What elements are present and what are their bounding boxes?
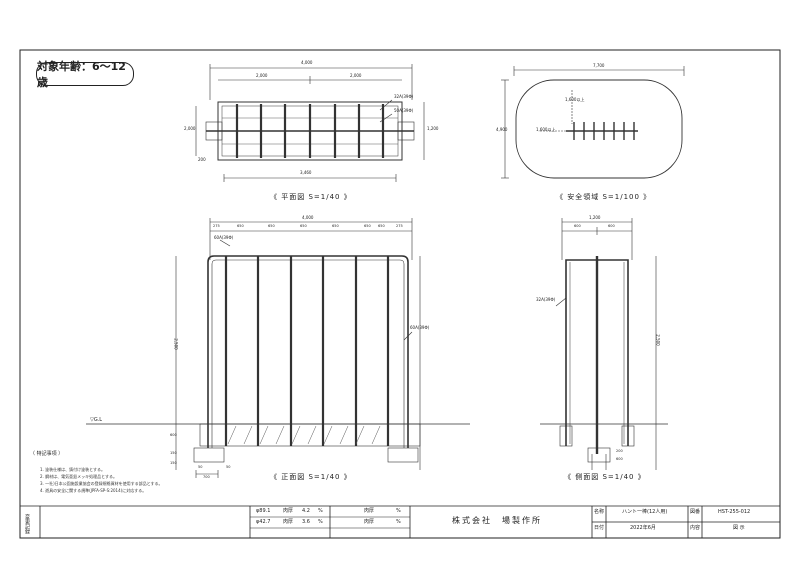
front-dim-foot-a: 50 <box>198 465 203 469</box>
date-label: 日付 <box>594 525 605 531</box>
plan-dim-half-right: 2,000 <box>350 73 362 78</box>
side-dim-total: 1,200 <box>589 215 601 220</box>
name-label: 名称 <box>594 509 605 515</box>
front-dim-foot-w: 700 <box>203 475 210 479</box>
side-caption: 《 側面図 S=1/40 》 <box>564 473 646 481</box>
side-dim-foot-b: 600 <box>616 457 623 461</box>
front-pipe-side-label: 60A(39Φ) <box>410 325 430 330</box>
note-item: 1. 塗装仕様は、鋳付け塗装とする。 <box>40 467 105 472</box>
front-dim-seg-2: 650 <box>268 224 275 228</box>
side-dim-right: 600 <box>608 224 615 228</box>
material-label-1: 肉厚 <box>283 519 294 525</box>
plan-dim-height: 1,200 <box>427 126 439 131</box>
front-dim-seg-5: 650 <box>364 224 371 228</box>
front-caption: 《 正面図 S=1/40 》 <box>270 473 352 481</box>
content-value: 図 示 <box>733 525 745 531</box>
plan-caption: 《 平面図 S=1/40 》 <box>270 193 352 201</box>
drawing-number: HST-255-012 <box>718 509 751 515</box>
material-unit-0: % <box>318 508 323 514</box>
front-dim-seg-0: 275 <box>213 224 220 228</box>
extra-unit-0: % <box>396 508 401 514</box>
front-dim-total: 4,000 <box>302 215 314 220</box>
drawing-date: 2022年6月 <box>630 525 656 531</box>
extra-unit-1: % <box>396 519 401 525</box>
plan-dim-total: 4,000 <box>301 60 313 65</box>
front-dim-seg-6: 650 <box>378 224 385 228</box>
target-age-badge: 対象年齢：6～12歳 <box>36 60 134 89</box>
material-label-0: 肉厚 <box>283 508 294 514</box>
material-unit-1: % <box>318 519 323 525</box>
drawing-number-label: 図番 <box>690 509 701 515</box>
plan-pipe-label: 32A(39Φ) <box>394 94 414 99</box>
revision-record-label: 変更記録 <box>24 514 30 534</box>
front-dim-height: 2,500 <box>173 338 179 350</box>
plan-dim-left-b: 200 <box>198 157 206 162</box>
company-name: 株式会社 場製作所 <box>452 516 542 525</box>
front-dim-base-b: 150 <box>170 451 177 455</box>
safety-dim-width: 7,700 <box>593 63 605 68</box>
safety-dim-height: 4,900 <box>496 127 508 132</box>
front-dim-base-a: 600 <box>170 433 177 437</box>
material-spec-1: φ42.7 <box>256 519 271 525</box>
product-name: ハント一棒(12人用) <box>622 509 668 515</box>
note-item: 3. 一社)日本公園施設業協会の登録規格資材を使用する部品とする。 <box>40 481 163 486</box>
front-dim-foot-b: 50 <box>226 465 231 469</box>
side-dim-height: 2,500 <box>655 334 661 346</box>
plan-dim-left-a: 2,000 <box>184 126 196 131</box>
front-dim-seg-4: 650 <box>332 224 339 228</box>
front-dim-seg-7: 275 <box>396 224 403 228</box>
content-label: 内容 <box>690 525 701 531</box>
plan-dim-half-left: 2,000 <box>256 73 268 78</box>
notes-title: （ 特記事項 ） <box>30 451 64 457</box>
safety-dim-inner-v: 1,600以上 <box>565 97 585 102</box>
note-item: 4. 遊具の安全に関する規準(JPFA-SP-S:2014)に対応する。 <box>40 488 147 493</box>
front-dim-seg-3: 650 <box>300 224 307 228</box>
plan-dim-bottom: 3,460 <box>300 170 312 175</box>
safety-caption: 《 安全領域 S=1/100 》 <box>556 193 652 201</box>
extra-label-1: 肉厚 <box>364 519 375 525</box>
side-pipe-label: 32A(39Φ) <box>536 297 556 302</box>
plan-pipe2-label: 50A(39Φ) <box>394 108 414 113</box>
note-item: 2. 鋼材は、電気亜鉛メッキ処理品とする。 <box>40 474 117 479</box>
ground-level-label: ▽G.L <box>90 417 103 423</box>
material-spec-0: φ89.1 <box>256 508 271 514</box>
material-thick-0: 4.2 <box>302 508 310 514</box>
extra-label-0: 肉厚 <box>364 508 375 514</box>
safety-dim-inner-h: 1,600以上 <box>536 127 556 132</box>
front-pipe-top-label: 60A(39Φ) <box>214 235 234 240</box>
front-dim-seg-1: 650 <box>237 224 244 228</box>
side-dim-left: 600 <box>574 224 581 228</box>
side-dim-foot-a: 200 <box>616 449 623 453</box>
front-dim-base-c: 150 <box>170 461 177 465</box>
material-thick-1: 3.6 <box>302 519 310 525</box>
